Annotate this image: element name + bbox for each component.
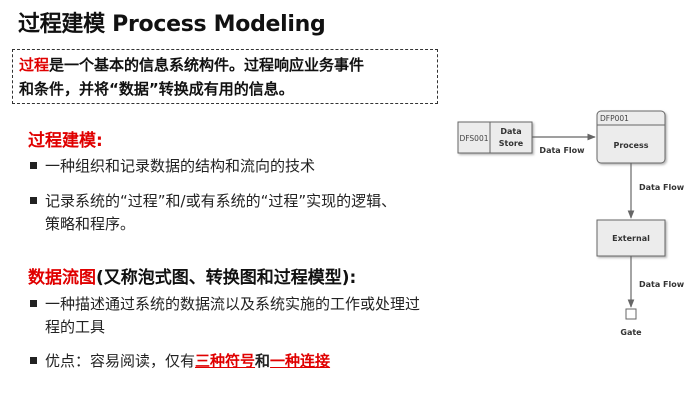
bullet-square-icon [30, 162, 37, 169]
data-flow-label: Data Flow [539, 146, 585, 155]
process-modeling-heading: 过程建模: [28, 131, 103, 151]
bullet-text: 一种组织和记录数据的结构和流向的技术 [45, 157, 316, 175]
data-store-symbol: DFS001 Data Store [457, 121, 533, 154]
external-name-label: External [612, 234, 650, 243]
bullet-continuation: 策略和程序。 [45, 215, 136, 233]
process-id-label: DFP001 [600, 114, 629, 123]
definition-line-2: 和条件，并将“数据”转换成有用的信息。 [19, 80, 294, 98]
bullet-text: 一种描述通过系统的数据流以及系统实施的工作或处理过 [45, 295, 421, 313]
definition-line-1: 过程是一个基本的信息系统构件。过程响应业务事件 [19, 53, 431, 77]
gate-symbol: Gate [620, 308, 642, 337]
emphasis-three-symbols: 三种符号 [195, 352, 256, 370]
bullet-square-icon [30, 300, 37, 307]
definition-term: 过程 [19, 56, 50, 74]
definition-box: 过程是一个基本的信息系统构件。过程响应业务事件 和条件，并将“数据”转换成有用的… [12, 49, 438, 104]
bullet-text-and: 和 [255, 352, 271, 370]
emphasis-one-connection: 一种连接 [270, 352, 331, 370]
dfd-heading-rest: (又称泡式图、转换图和过程模型): [96, 268, 357, 288]
store-name-line-1: Data [500, 127, 521, 136]
bullet-item: 优点：容易阅读，仅有三种符号和一种连接 [30, 349, 330, 373]
process-name-label: Process [614, 141, 649, 150]
bullet-square-icon [30, 197, 37, 204]
bullet-text: 记录系统的“过程”和/或有系统的“过程”实现的逻辑、 [45, 192, 397, 210]
page-title: 过程建模 Process Modeling [18, 12, 326, 37]
bullet-item: 一种描述通过系统的数据流以及系统实施的工作或处理过 [30, 292, 420, 316]
bullet-item: 记录系统的“过程”和/或有系统的“过程”实现的逻辑、 [30, 189, 396, 213]
store-id-label: DFS001 [459, 134, 488, 143]
data-flow-label: Data Flow [639, 183, 684, 192]
bullet-continuation: 程的工具 [45, 318, 106, 336]
definition-text: 是一个基本的信息系统构件。过程响应业务事件 [49, 56, 365, 74]
store-name-line-2: Store [499, 139, 524, 148]
bullet-item: 一种组织和记录数据的结构和流向的技术 [30, 154, 315, 178]
dfd-heading: 数据流图(又称泡式图、转换图和过程模型): [28, 263, 356, 288]
gate-name-label: Gate [620, 328, 642, 337]
data-flow-label: Data Flow [639, 280, 684, 289]
bullet-text: 优点：容易阅读，仅有 [45, 352, 196, 370]
process-symbol: DFP001 Process [596, 110, 666, 164]
dfd-heading-term: 数据流图 [28, 268, 96, 288]
bullet-square-icon [30, 357, 37, 364]
external-entity-symbol: External [596, 219, 666, 257]
